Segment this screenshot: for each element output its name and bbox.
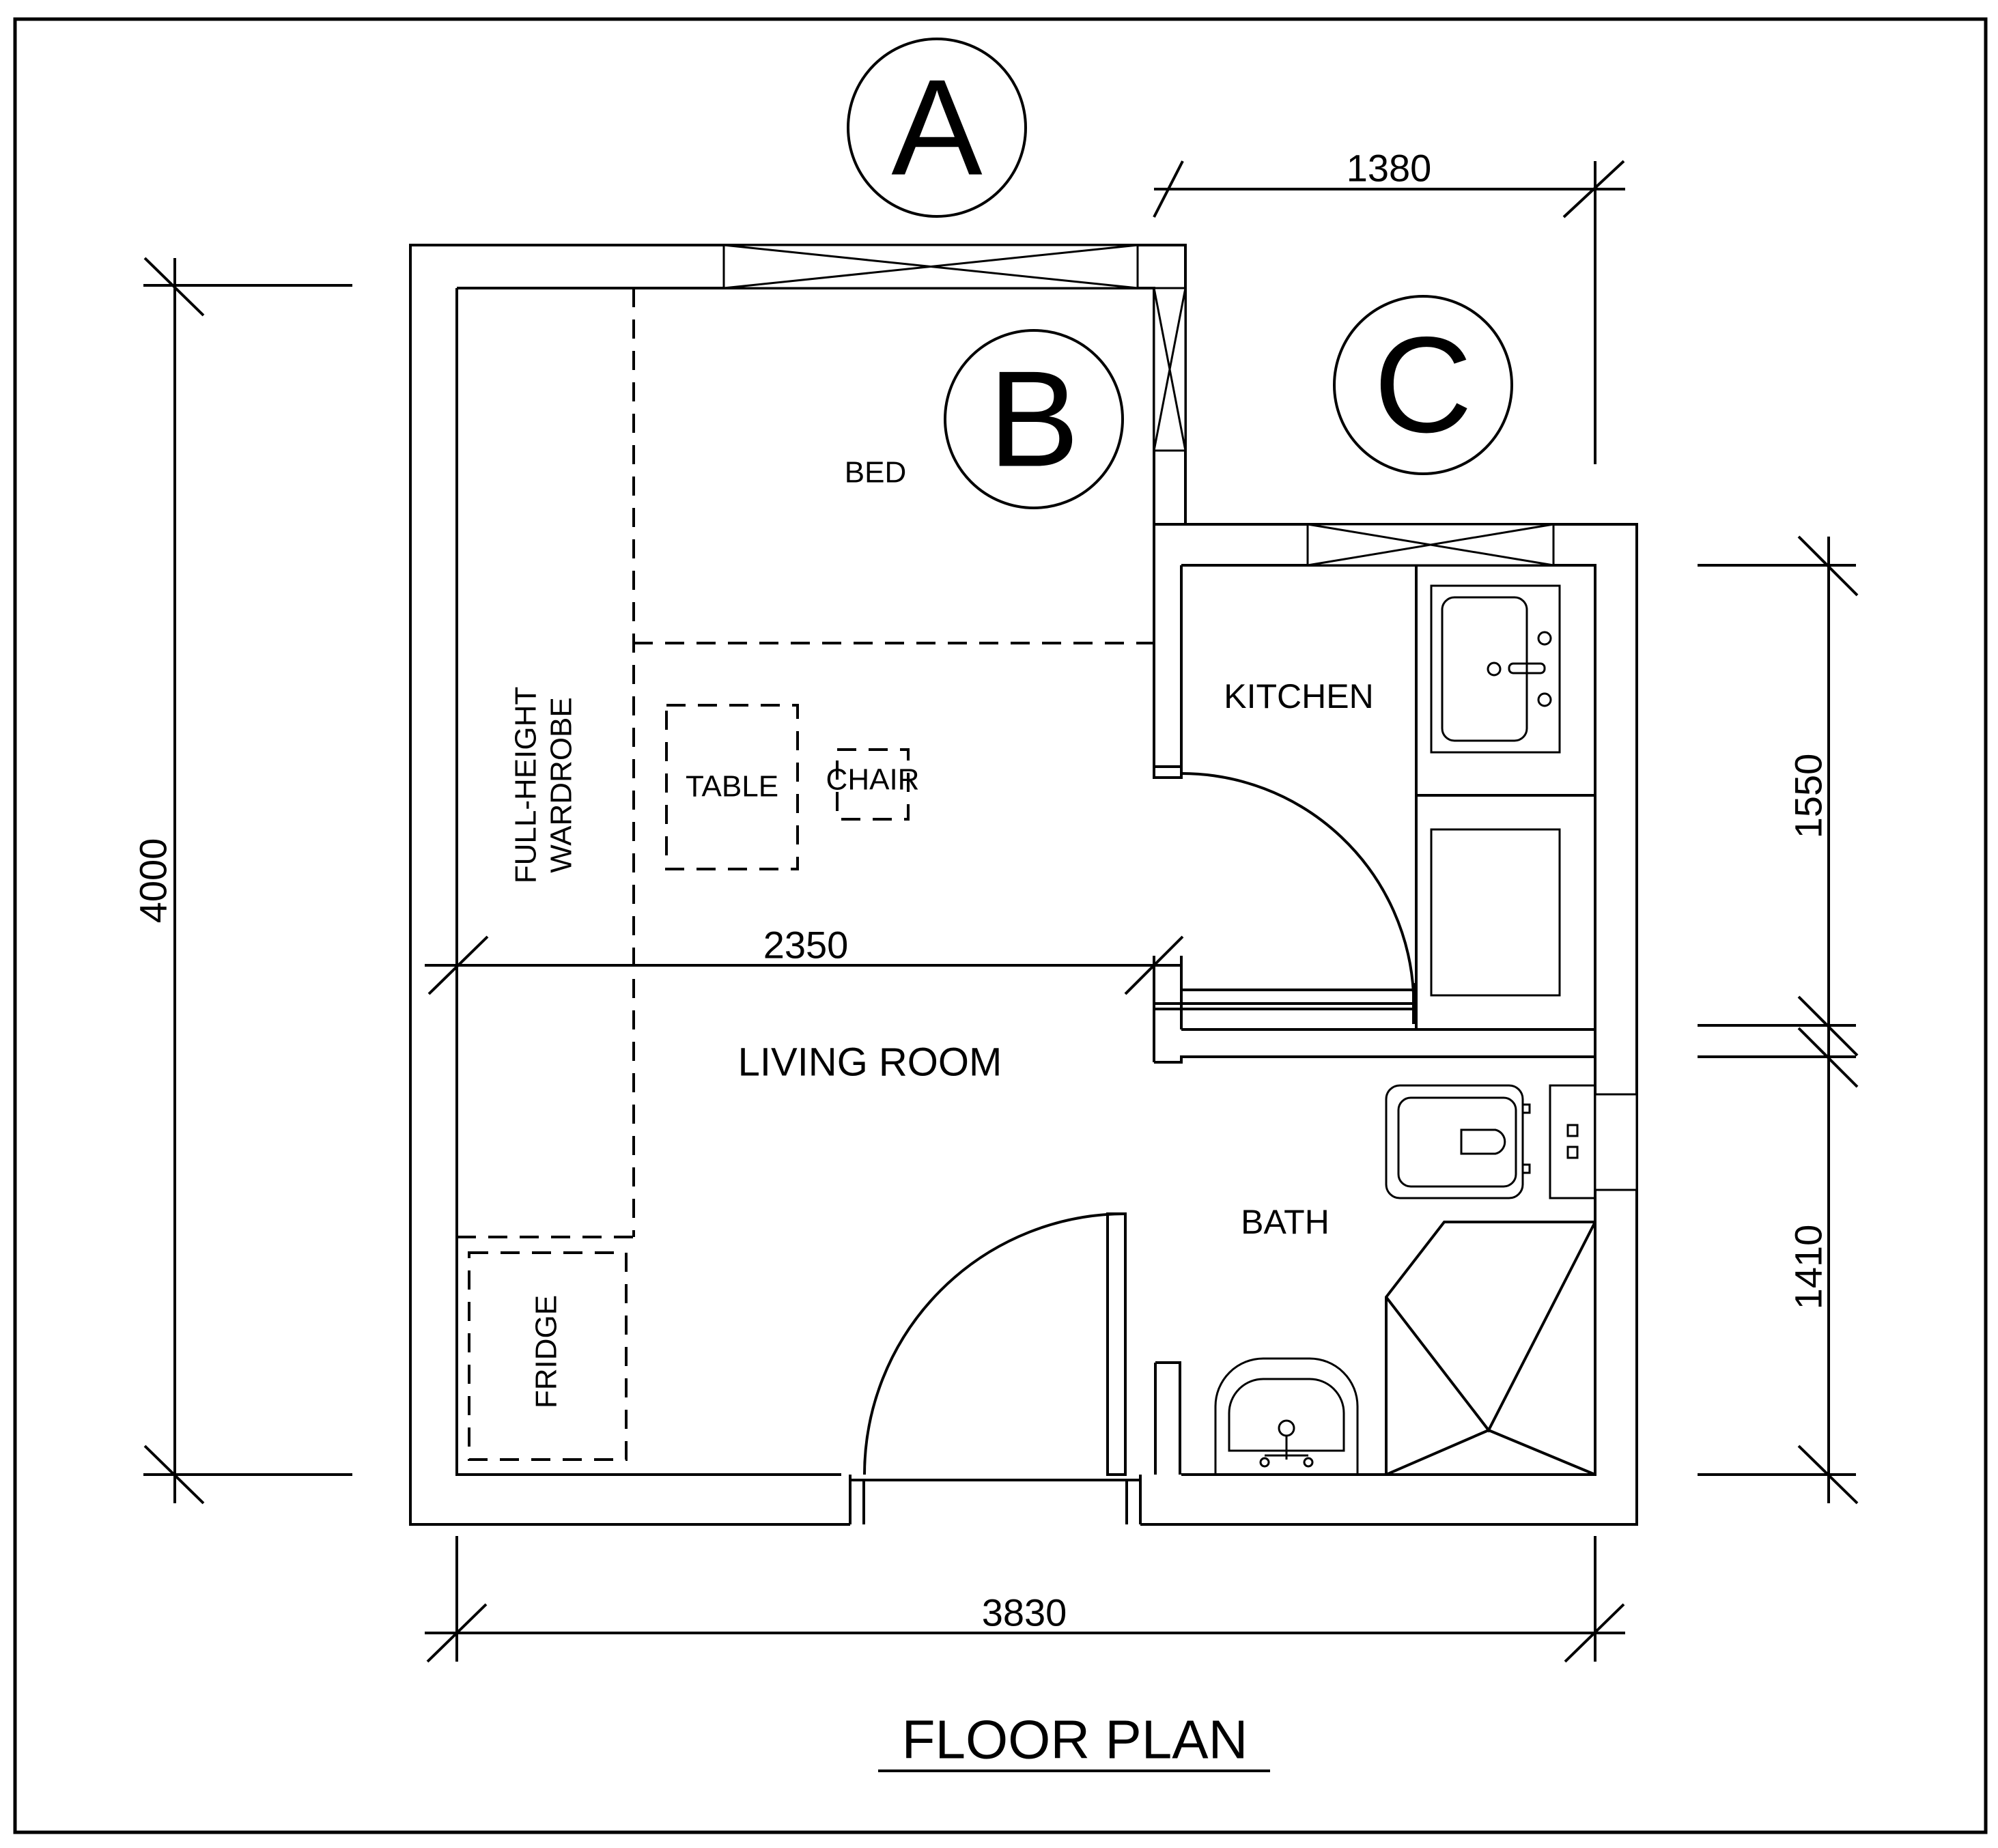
drawing-frame xyxy=(13,17,1988,1834)
zone-a-label: A xyxy=(891,52,983,204)
kitchen-bath-wall xyxy=(1154,1028,1595,1064)
cooktop xyxy=(1430,828,1561,997)
window-bed-side xyxy=(1153,287,1187,452)
dimension-left-height: 4000 xyxy=(132,838,175,924)
zone-c-label: C xyxy=(1374,309,1472,461)
fridge-label: FRIDGE xyxy=(530,1295,563,1408)
bath-basin xyxy=(1214,1357,1359,1475)
wardrobe-label-line2: WARDROBE xyxy=(545,697,578,873)
wardrobe-label-line1: FULL-HEIGHT xyxy=(509,687,543,883)
room-label-living-room: LIVING ROOM xyxy=(738,1040,1002,1085)
room-label-kitchen: KITCHEN xyxy=(1224,677,1373,715)
kitchen-counter xyxy=(1415,565,1595,1029)
dimension-bottom-width: 3830 xyxy=(982,1591,1067,1634)
annex-outer-wall xyxy=(1140,523,1638,1526)
wardrobe-label: FULL-HEIGHT WARDROBE xyxy=(509,687,578,883)
kitchen-door xyxy=(1153,765,1418,1024)
dashed-zones xyxy=(457,288,1154,1461)
fridge-outline xyxy=(468,1251,628,1461)
dimension-inner-width: 2350 xyxy=(763,924,849,967)
kitchen-sink xyxy=(1430,584,1561,754)
windows xyxy=(722,244,1638,1191)
dimension-kitchen-height: 1550 xyxy=(1787,754,1830,839)
dimension-bath-height: 1410 xyxy=(1787,1225,1830,1310)
room-label-bed: BED xyxy=(845,456,906,489)
zone-c-circle xyxy=(1333,295,1513,475)
doors xyxy=(850,765,1418,1524)
table-label: TABLE xyxy=(686,770,778,804)
shower-tray xyxy=(1385,1221,1596,1476)
window-top xyxy=(722,244,1139,289)
drawing-title: FLOOR PLAN xyxy=(902,1709,1248,1770)
window-bath xyxy=(1594,1093,1638,1191)
table-outline xyxy=(665,704,799,870)
bath-partition-stub xyxy=(1154,1361,1181,1475)
dimension-top-width: 1380 xyxy=(1347,147,1432,190)
room-label-bath: BATH xyxy=(1241,1203,1329,1241)
zone-a-circle xyxy=(847,38,1027,218)
window-kitchen xyxy=(1306,523,1555,567)
zone-b-label: B xyxy=(988,343,1079,496)
chair-label: CHAIR xyxy=(826,763,920,797)
zone-b-circle xyxy=(944,329,1124,509)
zone-markers xyxy=(847,38,1513,509)
partition-wall-kitchen xyxy=(1153,524,1183,771)
toilet xyxy=(1385,1084,1596,1199)
dimension-lines xyxy=(143,160,1859,1663)
bath-fixtures xyxy=(1214,1084,1596,1476)
entry-door xyxy=(850,1212,1140,1524)
chair-outline xyxy=(836,748,910,821)
